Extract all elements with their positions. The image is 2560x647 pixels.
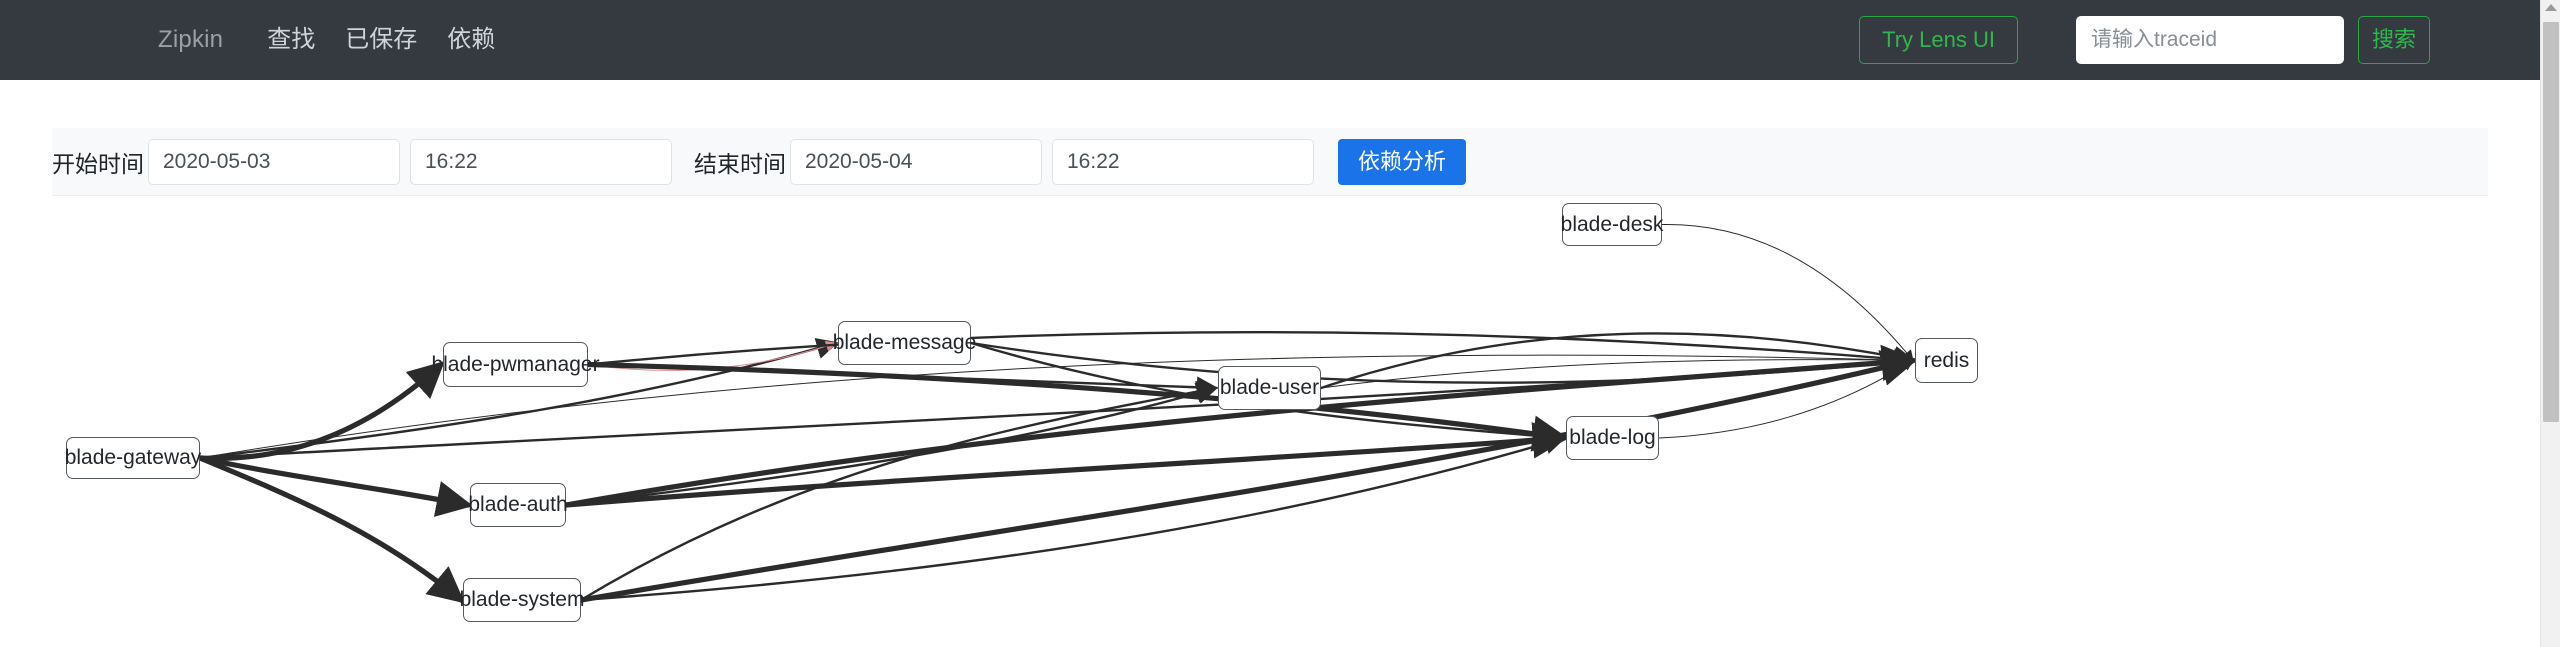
- service-node-blade-message[interactable]: blade-message: [833, 321, 976, 365]
- service-node-label: redis: [1923, 348, 1970, 372]
- traceid-search-input[interactable]: [2075, 16, 2344, 64]
- start-time-label: 开始时间: [52, 150, 144, 177]
- service-node-label: blade-desk: [1560, 212, 1664, 236]
- run-dependency-analysis-button[interactable]: 依赖分析: [1338, 138, 1467, 185]
- service-dependency-graph[interactable]: blade-gateway blade-pwmanager blade-messag…: [0, 196, 2540, 647]
- dependency-edge-blade-pwmanager-to-blade-log[interactable]: [585, 361, 1570, 452]
- dependency-edge-blade-user-to-redis[interactable]: [1319, 332, 1916, 390]
- dependency-edge-blade-gateway-to-redis[interactable]: [199, 354, 1914, 459]
- service-node-label: blade-auth: [468, 493, 568, 516]
- dependency-edge-blade-desk-to-redis[interactable]: [1661, 223, 1914, 362]
- service-node-blade-gateway[interactable]: blade-gateway: [64, 437, 202, 479]
- end-time-input[interactable]: [1052, 138, 1314, 185]
- dependency-edge-blade-gateway-to-blade-message[interactable]: [198, 337, 839, 460]
- dependency-edge-blade-gateway-to-blade-auth[interactable]: [197, 455, 474, 517]
- nav-links: 查找 已保存 依赖: [267, 28, 525, 52]
- app-brand[interactable]: Zipkin: [158, 26, 224, 53]
- dependency-edge-blade-pwmanager-to-redis[interactable]: [586, 330, 1916, 370]
- service-node-blade-pwmanager[interactable]: blade-pwmanager: [431, 342, 600, 387]
- service-node-label: blade-system: [459, 588, 585, 611]
- service-node-blade-system[interactable]: blade-system: [460, 578, 584, 622]
- service-node-label: blade-pwmanager: [431, 352, 600, 376]
- try-lens-ui-button[interactable]: Try Lens UI: [1859, 16, 2018, 64]
- dependency-edge-blade-gateway-to-blade-pwmanager[interactable]: [197, 360, 445, 462]
- dependency-filter-bar: 开始时间 结束时间 依赖分析: [52, 128, 2488, 196]
- service-node-label: blade-log: [1569, 426, 1656, 449]
- dependency-edge-blade-gateway-to-blade-system[interactable]: [197, 455, 466, 604]
- search-button[interactable]: 搜索: [2357, 16, 2430, 64]
- end-time-label: 结束时间: [694, 150, 786, 177]
- service-node-label: blade-user: [1219, 376, 1320, 399]
- dependency-edge-blade-user-to-redis[interactable]: [1320, 354, 1914, 389]
- service-node-blade-auth[interactable]: blade-auth: [468, 483, 568, 527]
- service-node-redis[interactable]: redis: [1915, 338, 1978, 383]
- service-node-label: blade-message: [832, 331, 977, 354]
- scroll-up-arrow-icon[interactable]: [2545, 4, 2557, 11]
- service-node-blade-user[interactable]: blade-user: [1218, 366, 1321, 410]
- start-time-input[interactable]: [410, 138, 672, 185]
- dependency-edge-blade-auth-to-blade-user[interactable]: [564, 382, 1219, 507]
- dependency-edge-blade-system-to-blade-user[interactable]: [579, 380, 1219, 602]
- dependency-edges-svg: [197, 223, 1919, 604]
- end-date-input[interactable]: [790, 138, 1042, 185]
- nav-link-saved[interactable]: 已保存: [345, 26, 418, 53]
- dependency-edge-blade-system-to-blade-log[interactable]: [579, 433, 1567, 602]
- top-navbar: Zipkin 查找 已保存 依赖 Try Lens UI 搜索: [0, 0, 2540, 80]
- service-node-label: blade-gateway: [64, 446, 202, 469]
- page-scrollbar[interactable]: [2540, 0, 2560, 647]
- service-node-blade-log[interactable]: blade-log: [1566, 416, 1659, 460]
- start-date-input[interactable]: [148, 138, 400, 185]
- nav-link-dependency[interactable]: 依赖: [447, 26, 496, 53]
- scrollbar-thumb[interactable]: [2543, 22, 2559, 422]
- navbar-right-group: Try Lens UI 搜索: [1859, 0, 2430, 80]
- dependency-edge-blade-auth-to-redis[interactable]: [563, 344, 1919, 508]
- dependency-edge-blade-system-to-redis[interactable]: [578, 350, 1919, 603]
- service-node-blade-desk[interactable]: blade-desk: [1560, 203, 1664, 246]
- dependency-edge-blade-auth-to-blade-log[interactable]: [563, 422, 1570, 508]
- nav-link-search[interactable]: 查找: [267, 26, 316, 53]
